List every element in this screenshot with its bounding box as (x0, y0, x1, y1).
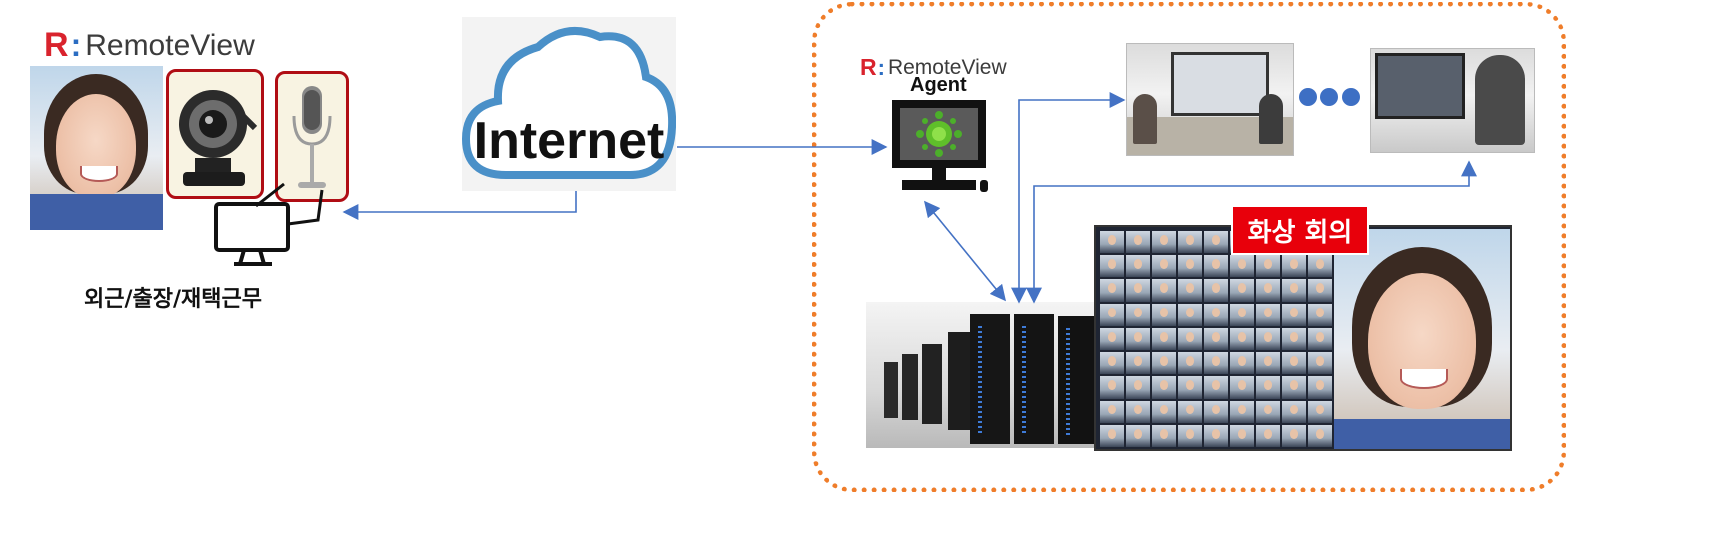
agent-logo-text: RemoteView (887, 55, 1007, 79)
ellipsis-dot-3 (1342, 88, 1360, 106)
server-room1-arrow (1011, 92, 1126, 304)
internet-label: Internet (473, 112, 665, 170)
cloud-icon (462, 27, 676, 179)
server-room-photo (866, 302, 1098, 448)
agent-label: Agent (910, 74, 967, 96)
ellipsis-dot-2 (1320, 88, 1338, 106)
logo-colon: : (70, 27, 82, 63)
ellipsis-dot-1 (1299, 88, 1317, 106)
server-room2-arrow (1026, 160, 1477, 304)
office-region (812, 2, 1566, 492)
logo-r-mark: R (44, 26, 69, 64)
microphone-frame (275, 71, 349, 202)
remote-worker-photo (30, 66, 163, 230)
logo-text: RemoteView (85, 28, 255, 62)
remoteview-logo: R : RemoteView (44, 26, 255, 65)
remote-work-caption: 외근/출장/재택근무 (84, 287, 262, 312)
conference-room-photo-2 (1370, 48, 1535, 153)
microphone-icon (292, 86, 332, 188)
agent-logo: R : RemoteView (860, 54, 1007, 81)
agent-server-arrow (923, 200, 1007, 302)
agent-logo-colon: : (877, 54, 885, 80)
conference-room-photo-1 (1126, 43, 1294, 156)
agent-pc-icon (888, 96, 990, 198)
agent-logo-r-mark: R (860, 54, 877, 80)
internet-cloud-box: Internet (462, 17, 676, 191)
webcam-icon (179, 90, 258, 186)
webcam-frame (166, 69, 264, 199)
internet-to-worker-arrow (342, 191, 577, 220)
monitor-icon (214, 182, 324, 266)
